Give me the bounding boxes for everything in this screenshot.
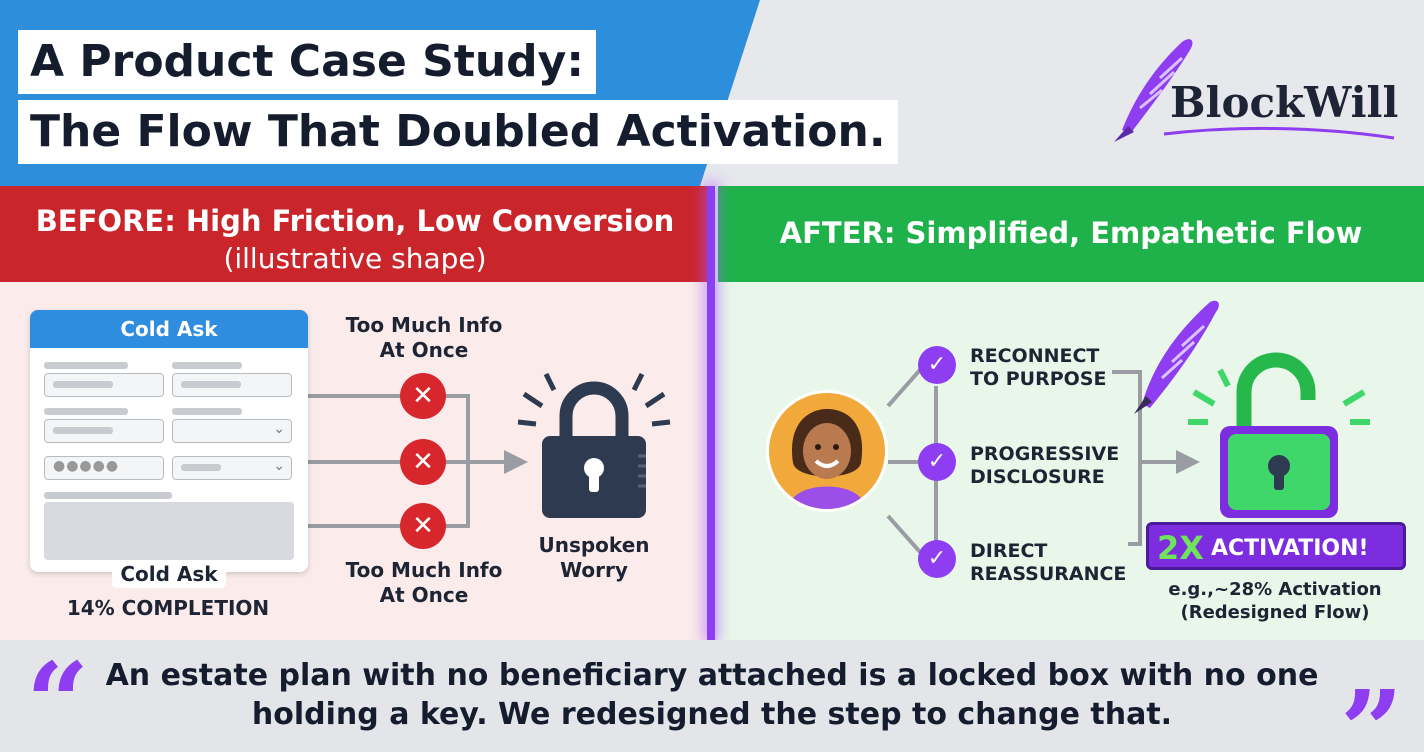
- friction-label-top: Too Much Info At Once: [345, 313, 503, 362]
- form-label-bar: [44, 362, 128, 369]
- check-icon: ✓: [918, 346, 956, 384]
- form-label-bar: [172, 362, 242, 369]
- form-title: Cold Ask: [30, 310, 308, 348]
- cold-ask-form: Cold Ask ⌄ ●●●●● ⌄: [30, 310, 308, 572]
- form-select: ⌄: [172, 456, 292, 480]
- form-label-bar: [172, 408, 242, 415]
- lock-label: Unspoken Worry: [538, 533, 650, 582]
- form-label-bar: [44, 408, 128, 415]
- quote-text: An estate plan with no beneficiary attac…: [105, 658, 1319, 732]
- after-header: AFTER: Simplified, Empathetic Flow: [718, 186, 1424, 282]
- step-progressive: PROGRESSIVE DISCLOSURE: [970, 443, 1120, 488]
- form-field: [44, 373, 164, 397]
- form-caption: Cold Ask: [112, 560, 226, 588]
- badge-text: ACTIVATION!: [1211, 536, 1369, 561]
- x-icon: ✕: [400, 439, 446, 485]
- form-field: [44, 419, 164, 443]
- before-header: BEFORE: High Friction, Low Conversion (i…: [0, 186, 710, 282]
- chevron-down-icon: ⌄: [273, 421, 285, 437]
- step-reassurance: DIRECT REASSURANCE: [970, 540, 1127, 585]
- quill-logo-icon: [1114, 39, 1395, 142]
- badge-multiplier: 2X: [1157, 529, 1204, 567]
- before-title: BEFORE: High Friction, Low Conversion: [35, 204, 675, 238]
- form-label-bar: [44, 492, 172, 499]
- completion-stat: 14% COMPLETION: [66, 596, 270, 620]
- form-field: [172, 373, 292, 397]
- x-icon: ✕: [400, 503, 446, 549]
- title-line-2: The Flow That Doubled Activation.: [18, 100, 898, 164]
- padlock-closed-icon: [517, 372, 671, 518]
- panel-divider: [707, 186, 715, 640]
- quote-bar: [0, 640, 1424, 752]
- check-icon: ✓: [918, 443, 956, 481]
- avatar-icon: [766, 390, 888, 512]
- example-line-2: (Redesigned Flow): [1180, 602, 1370, 623]
- password-field: ●●●●●: [44, 456, 164, 480]
- before-subtitle: (illustrative shape): [223, 242, 487, 275]
- check-icon: ✓: [918, 540, 956, 578]
- activation-badge: 2X ACTIVATION!: [1146, 522, 1406, 570]
- padlock-open-icon: [1188, 352, 1370, 518]
- example-line-1: e.g.,~28% Activation: [1168, 579, 1382, 600]
- chevron-down-icon: ⌄: [273, 458, 285, 474]
- password-dots-icon: ●●●●●: [53, 458, 120, 474]
- step-reconnect: RECONNECT TO PURPOSE: [970, 345, 1107, 390]
- form-textarea: [44, 502, 294, 560]
- form-select: ⌄: [172, 419, 292, 443]
- close-quote-icon: ”: [1340, 666, 1404, 752]
- title-line-1: A Product Case Study:: [18, 30, 596, 94]
- quill-icon: [1134, 300, 1219, 414]
- activation-example: e.g.,~28% Activation (Redesigned Flow): [1150, 578, 1400, 624]
- after-title: AFTER: Simplified, Empathetic Flow: [779, 216, 1363, 250]
- open-quote-icon: “: [26, 638, 90, 752]
- x-icon: ✕: [400, 373, 446, 419]
- friction-label-bottom: Too Much Info At Once: [345, 558, 503, 607]
- brand-logo-text: BlockWill: [1170, 78, 1399, 127]
